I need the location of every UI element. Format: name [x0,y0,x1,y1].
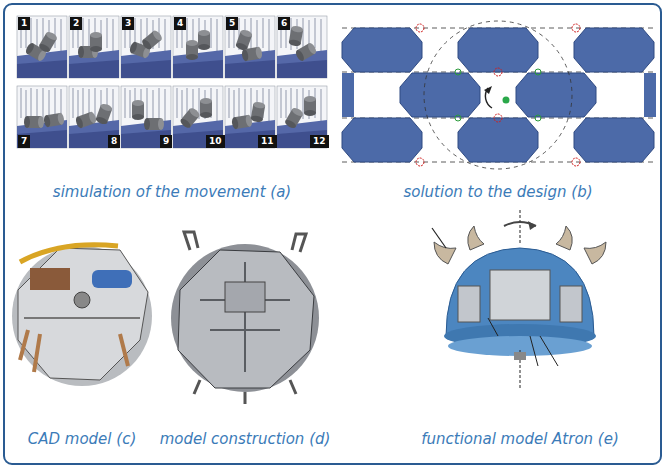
frame-number: 6 [278,17,290,30]
frame-number: 11 [258,135,277,148]
frame-number: 4 [174,17,186,30]
frame-number: 3 [122,17,134,30]
frame-number: 5 [226,17,238,30]
panel-caption: solution to the design (b) [403,183,592,201]
frame-number: 9 [160,135,172,148]
frame-number: 7 [18,135,30,148]
frame-number: 8 [108,135,120,148]
frame-number: 1 [18,17,30,30]
panel-caption: functional model Atron (e) [421,430,619,448]
frame-number: 12 [310,135,329,148]
panel-caption: simulation of the movement (a) [53,183,291,201]
frame-number: 2 [70,17,82,30]
panel-caption: CAD model (c) [28,430,136,448]
frame-number: 10 [206,135,225,148]
panel-caption: model construction (d) [160,430,331,448]
